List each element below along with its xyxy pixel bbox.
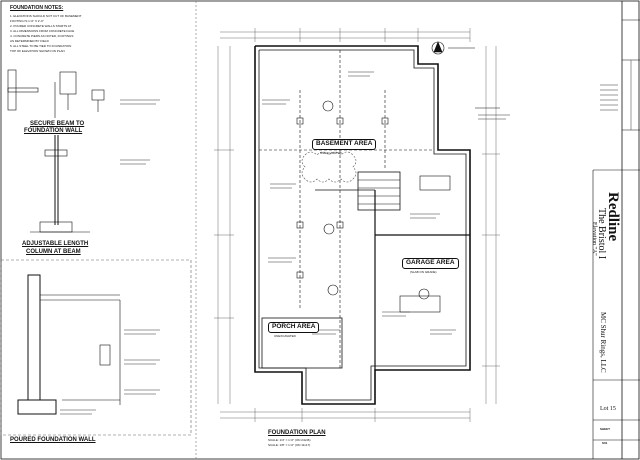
detail-title-column: ADJUSTABLE LENGTH	[22, 241, 89, 247]
sheet-number: S01	[602, 441, 608, 445]
notes-line: 1. ELEVATIONS SHOULD NOT CUT OF BASEMENT	[10, 14, 82, 18]
notes-line: AS DETERMINED BY FIELD	[10, 39, 49, 43]
area-label-garage: GARAGE AREA	[402, 258, 459, 269]
area-label-basement: BASEMENT AREA	[312, 139, 377, 150]
plan-title: FOUNDATION PLAN	[268, 430, 326, 436]
notes-title: FOUNDATION NOTES:	[10, 5, 64, 11]
detail-title-secure-beam: FOUNDATION WALL	[24, 128, 83, 134]
model-name: The Bristol I	[596, 208, 607, 260]
notes-line: 3. ALL DIMENSIONS FROM CONCRETE FACE	[10, 29, 75, 33]
elevation-label: Elevation "A"	[591, 222, 597, 256]
notes-line: 5. ALL STEEL TO BE TIED TO FOUNDATION	[10, 44, 72, 48]
notes-line: 2. POURED CONCRETE WALLS STARTS AT	[10, 24, 72, 28]
detail-title-poured-wall: POURED FOUNDATION WALL	[10, 437, 96, 443]
notes-line: TOP OF ELEVATION SHOWN ON PLAN	[10, 49, 65, 53]
notes-line: FOOTING IS 1'-0" X 2'-0"	[10, 19, 44, 23]
area-sublabel-garage: (SLAB ON GRADE)	[410, 270, 437, 274]
area-sublabel-basement: UNEXCAVATED	[320, 151, 342, 155]
area-sublabel-porch: UNEXCAVATED	[274, 334, 296, 338]
sheet-label: SHEET	[600, 427, 611, 431]
plan-scale: SCALE: 1/8" = 1'-0" (ON 11x17)	[268, 443, 311, 447]
plan-scale: SCALE: 1/4" = 1'-0" (ON 24x36)	[268, 438, 311, 442]
detail-title-secure-beam: SECURE BEAM TO	[30, 121, 85, 127]
detail-title-column: COLUMN AT BEAM	[26, 249, 81, 255]
area-label-porch: PORCH AREA	[268, 322, 320, 333]
lot-label: Lot 15	[600, 406, 616, 412]
notes-line: 4. CONCRETE PIERS AS NOTED, FOOTINGS	[10, 34, 74, 38]
firm-name: Redline	[605, 192, 621, 242]
builder-name: MC Shur Rings, LLC	[599, 312, 607, 373]
